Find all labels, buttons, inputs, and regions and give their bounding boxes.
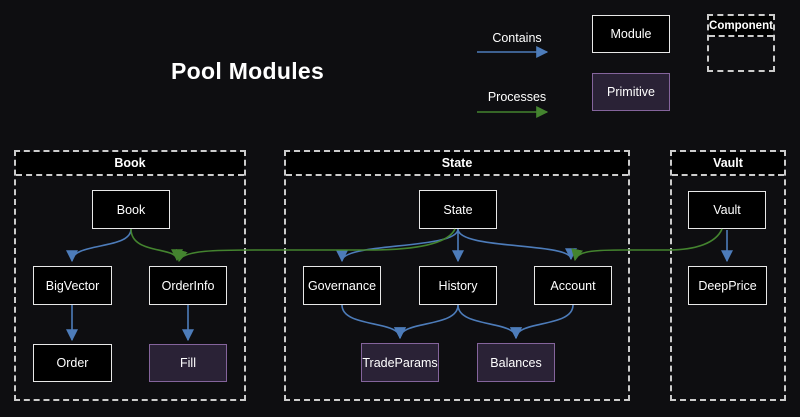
node-history-label: History xyxy=(438,278,478,293)
page-title: Pool Modules xyxy=(171,58,325,84)
node-history: History xyxy=(419,266,497,305)
node-governance-label: Governance xyxy=(307,278,377,293)
container-book-title: Book xyxy=(16,152,244,176)
legend-contains-label: Contains xyxy=(492,31,542,45)
legend-processes-label: Processes xyxy=(487,90,547,104)
legend-primitive-box: Primitive xyxy=(592,73,670,111)
legend-component-label: Component xyxy=(709,16,773,37)
node-state-label: State xyxy=(443,202,473,217)
node-deepprice-label: DeepPrice xyxy=(698,278,757,293)
container-state: State xyxy=(284,150,630,401)
container-vault: Vault xyxy=(670,150,786,401)
node-bigvector: BigVector xyxy=(33,266,112,305)
node-orderinfo-label: OrderInfo xyxy=(161,278,215,293)
legend-primitive-label: Primitive xyxy=(607,85,655,99)
legend-component-box: Component xyxy=(707,14,775,72)
node-book: Book xyxy=(92,190,170,229)
node-bigvector-label: BigVector xyxy=(45,278,100,293)
node-tradeparams-label: TradeParams xyxy=(362,355,438,370)
node-fill-label: Fill xyxy=(180,356,196,370)
container-book: Book xyxy=(14,150,246,401)
container-vault-title: Vault xyxy=(672,152,784,176)
node-account: Account xyxy=(534,266,612,305)
node-vault-label: Vault xyxy=(713,203,741,217)
container-state-title: State xyxy=(286,152,628,176)
node-order: Order xyxy=(33,344,112,382)
node-book-label: Book xyxy=(116,202,146,217)
node-orderinfo: OrderInfo xyxy=(149,266,227,305)
node-governance: Governance xyxy=(303,266,381,305)
node-state: State xyxy=(419,190,497,229)
node-fill: Fill xyxy=(149,344,227,382)
legend-module-box: Module xyxy=(592,15,670,53)
node-account-label: Account xyxy=(550,278,596,293)
node-tradeparams: TradeParams xyxy=(361,343,439,382)
node-balances-label: Balances xyxy=(490,355,542,370)
node-balances: Balances xyxy=(477,343,555,382)
node-order-label: Order xyxy=(56,356,89,370)
legend-module-label: Module xyxy=(610,27,652,41)
node-vault: Vault xyxy=(688,191,766,229)
node-deepprice: DeepPrice xyxy=(688,266,767,305)
